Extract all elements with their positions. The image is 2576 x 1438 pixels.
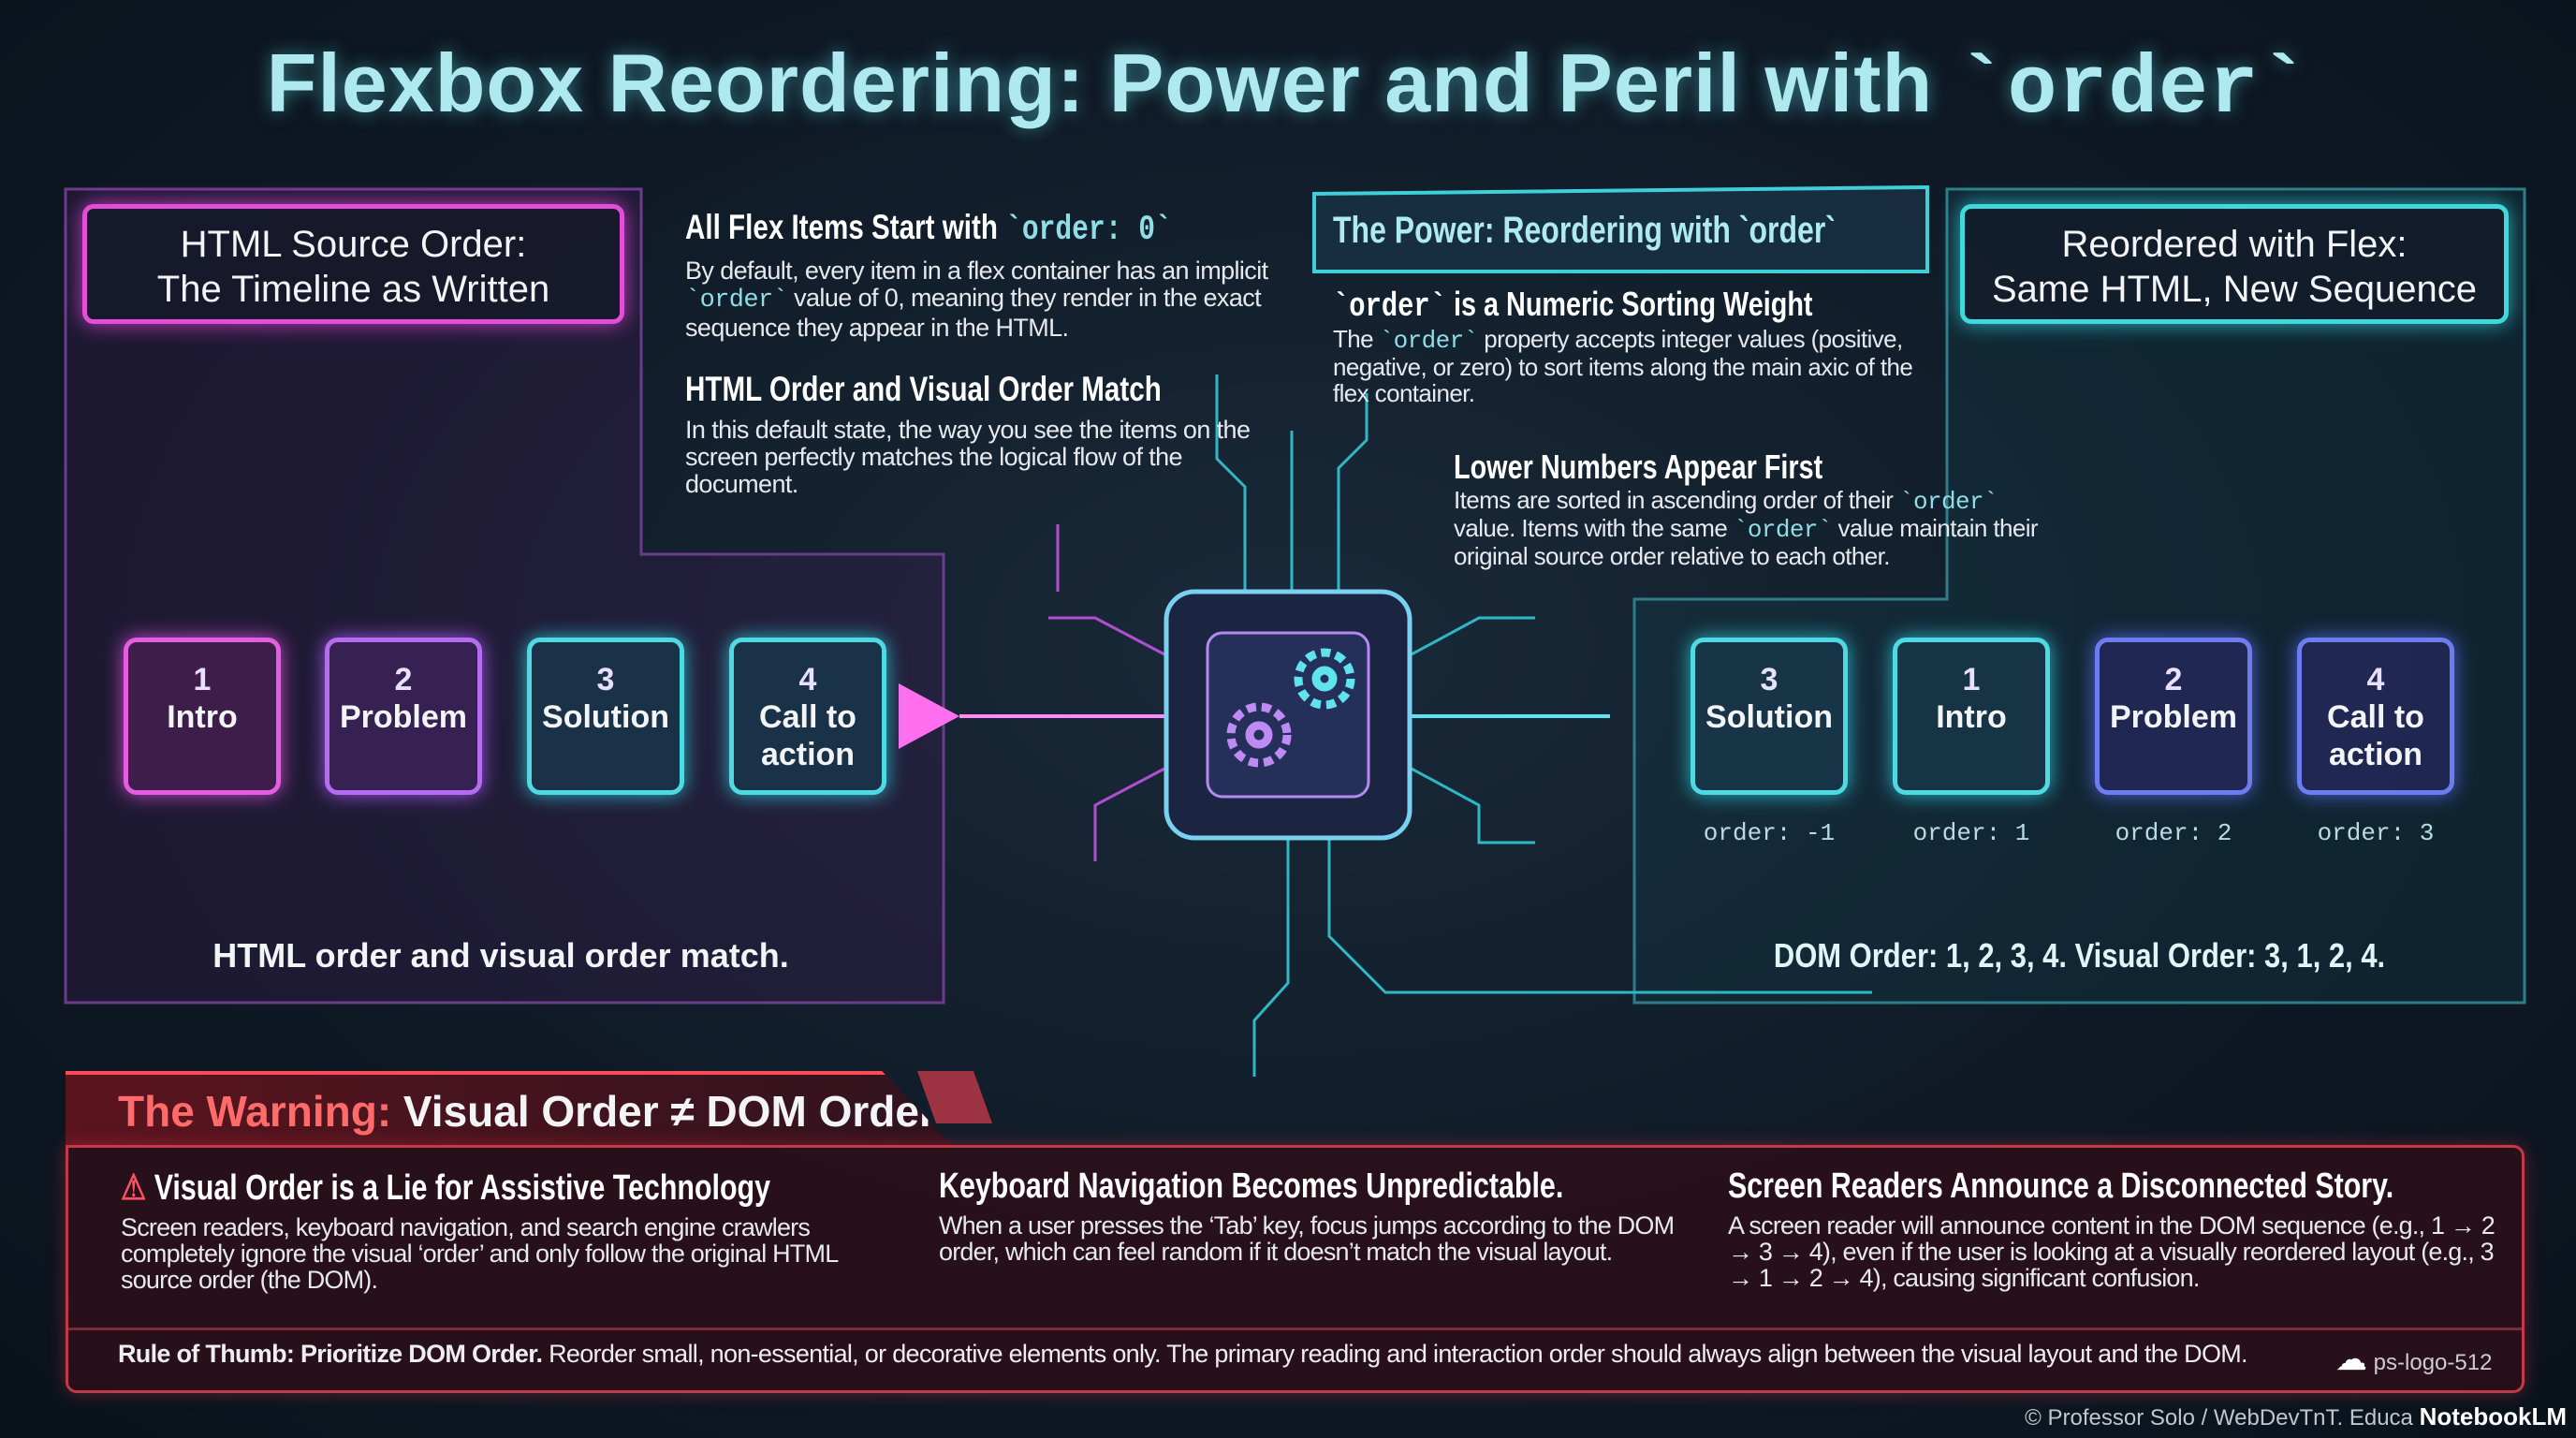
- order-value: order: -1: [1703, 819, 1836, 847]
- sorting-weight-heading: `order` is a Numeric Sorting Weight: [1333, 285, 1813, 326]
- match-heading: HTML Order and Visual Order Match: [685, 370, 1162, 408]
- header-line: The Timeline as Written: [156, 269, 550, 310]
- warning-column-body: A screen reader will announce content in…: [1728, 1211, 2496, 1292]
- gears-icon: [1226, 648, 1355, 768]
- logo-icon: ☁: [2335, 1342, 2367, 1377]
- circuit-traces: [1215, 374, 1872, 1077]
- header-line: Same HTML, New Sequence: [1991, 269, 2477, 310]
- power-panel-frame: [1312, 184, 1929, 273]
- html-source-order-header: HTML Source Order: The Timeline as Writt…: [82, 204, 624, 324]
- left-caption: HTML order and visual order match.: [212, 936, 789, 975]
- rule-of-thumb: Rule of Thumb: Prioritize DOM Order. Reo…: [118, 1340, 2248, 1368]
- match-body: In this default state, the way you see t…: [685, 416, 1251, 498]
- right-panel: [1632, 187, 2526, 1005]
- warning-column-heading: Screen Readers Announce a Disconnected S…: [1728, 1167, 2394, 1206]
- lower-first-body: Items are sorted in ascending order of t…: [1454, 486, 2039, 570]
- flow-arrow-icon: [899, 683, 959, 749]
- sorting-weight-text: `order` is a Numeric Sorting Weight The …: [1333, 285, 1913, 406]
- credit: © Professor Solo / WebDevTnT. Educa: [2025, 1405, 2413, 1431]
- left-panel: [64, 187, 945, 1005]
- footer: © Professor Solo / WebDevTnT. Educa Note…: [2025, 1402, 2567, 1431]
- order-value: order: 3: [2317, 819, 2435, 847]
- header-line: Reordered with Flex:: [2061, 224, 2408, 265]
- warning-column-body: Screen readers, keyboard navigation, and…: [121, 1213, 838, 1294]
- default-order-heading: All Flex Items Start with `order: 0`: [685, 208, 1172, 250]
- warning-stripes: [917, 1071, 992, 1123]
- default-order-text: All Flex Items Start with `order: 0` By …: [685, 208, 1284, 498]
- warning-triangle-icon: ⚠: [121, 1168, 154, 1208]
- warning-column: ⚠ Visual Order is a Lie for Assistive Te…: [121, 1167, 898, 1293]
- warning-panel: ⚠ Visual Order is a Lie for Assistive Te…: [66, 1145, 2525, 1393]
- right-caption: DOM Order: 1, 2, 3, 4. Visual Order: 3, …: [1773, 936, 2386, 975]
- warning-column-body: When a user presses the ‘Tab’ key, focus…: [939, 1211, 1675, 1266]
- ps-logo: ☁ ps-logo-512: [2335, 1342, 2493, 1377]
- warning-tab: The Warning: Visual Order ≠ DOM Order: [66, 1071, 953, 1146]
- divider: [68, 1328, 2522, 1330]
- warning-column: Screen Readers Announce a Disconnected S…: [1728, 1167, 2496, 1291]
- header-line: HTML Source Order:: [180, 224, 527, 265]
- warning-column-heading: ⚠ Visual Order is a Lie for Assistive Te…: [121, 1168, 771, 1208]
- circuit-traces-pink: [1048, 524, 1167, 861]
- default-order-body: By default, every item in a flex contain…: [685, 257, 1268, 342]
- page-title: Flexbox Reordering: Power and Peril with…: [266, 37, 2310, 137]
- order-value: order: 2: [2115, 819, 2232, 847]
- lower-first-heading: Lower Numbers Appear First: [1454, 448, 1823, 486]
- order-value: order: 1: [1912, 819, 2030, 847]
- lower-first-text: Lower Numbers Appear First Items are sor…: [1454, 448, 2053, 569]
- power-header: The Power: Reordering with `order`: [1333, 210, 1836, 251]
- notebooklm-brand: NotebookLM: [2419, 1402, 2567, 1431]
- reordered-header: Reordered with Flex: Same HTML, New Sequ…: [1960, 204, 2509, 324]
- sorting-weight-body: The `order` property accepts integer val…: [1333, 325, 1913, 407]
- warning-column: Keyboard Navigation Becomes Unpredictabl…: [939, 1167, 1697, 1265]
- warning-column-heading: Keyboard Navigation Becomes Unpredictabl…: [939, 1167, 1564, 1206]
